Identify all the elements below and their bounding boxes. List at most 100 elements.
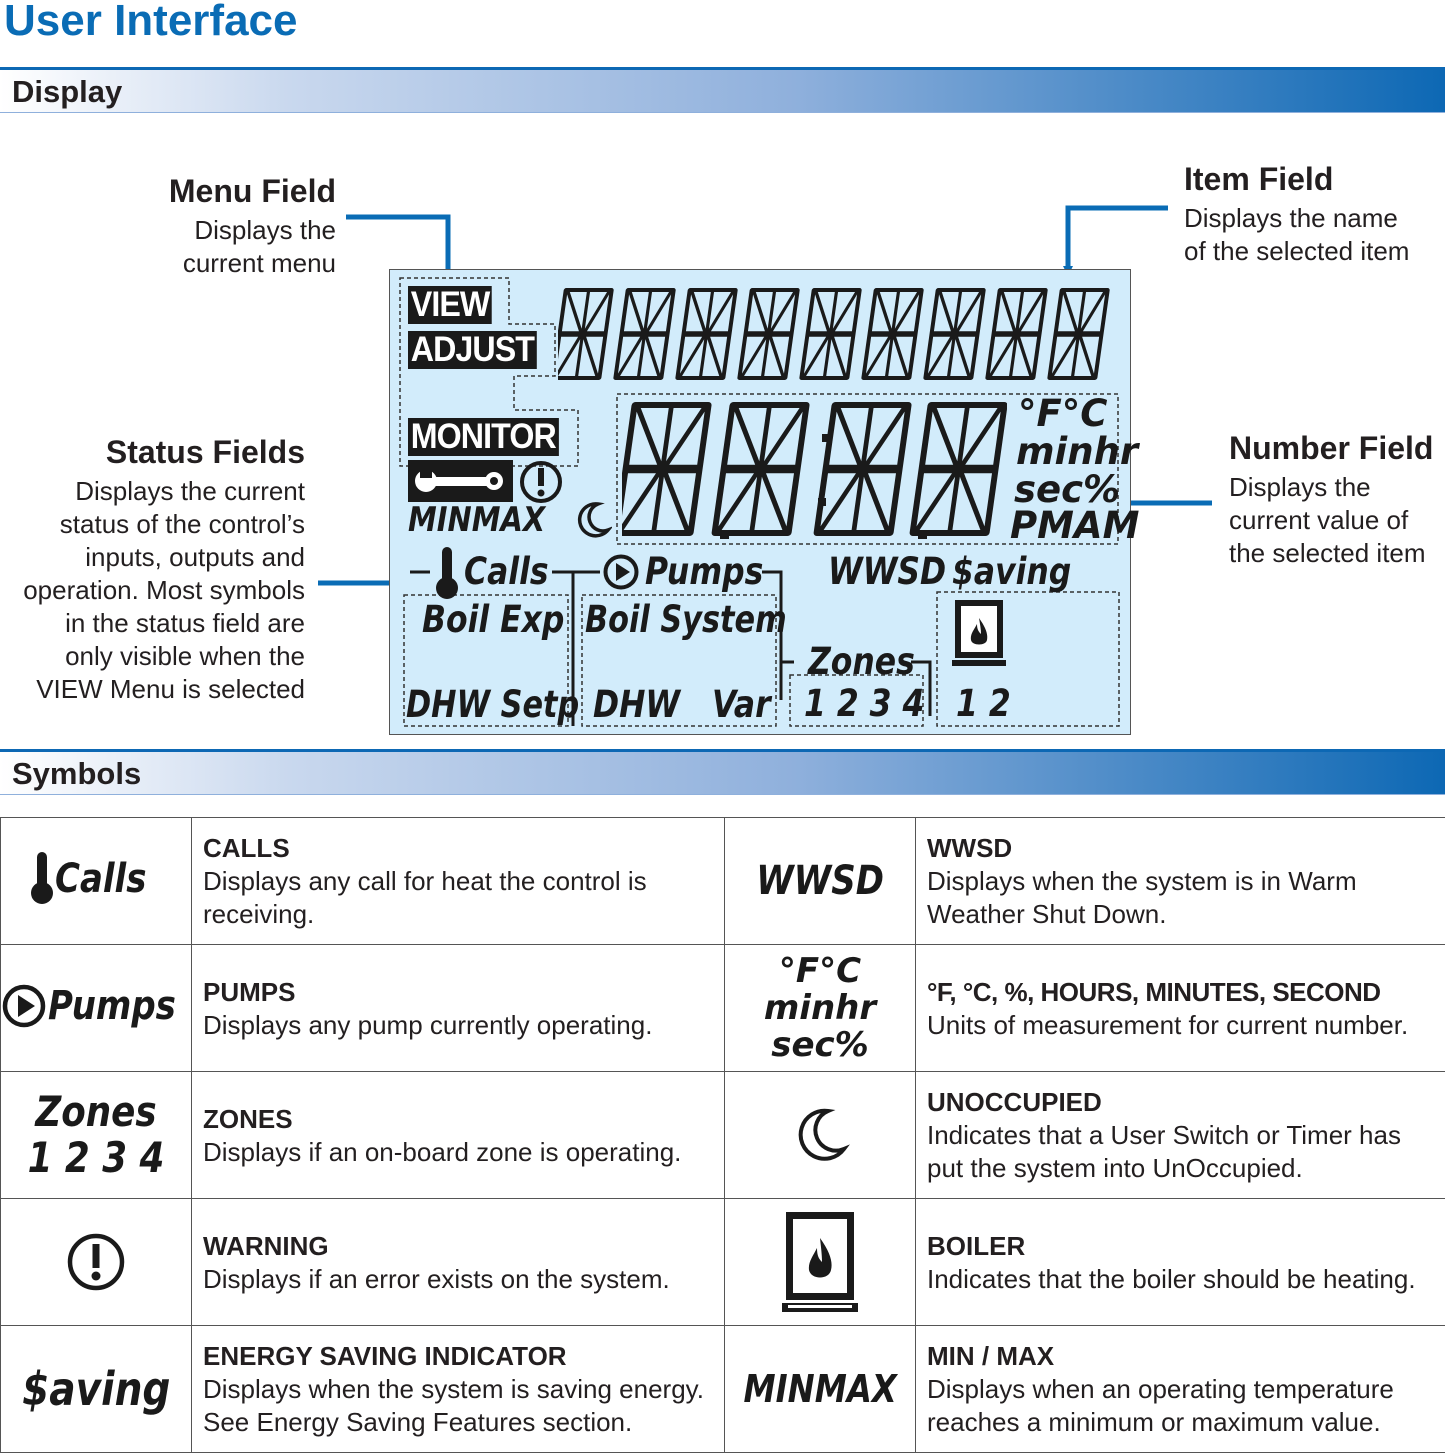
- moon-icon: [790, 1105, 850, 1165]
- lcd-item-digit: [985, 288, 1048, 380]
- symbol-title: UNOCCUPIED: [927, 1085, 1439, 1119]
- lcd-dhw-label: DHW: [593, 683, 680, 726]
- pumps-symbol-text: Pumps: [48, 983, 176, 1029]
- symbol-text: Displays any pump currently operating.: [203, 1009, 718, 1042]
- lcd-item-digit: [558, 288, 614, 380]
- lcd-number-digit: [813, 402, 912, 536]
- zones-description: ZONES Displays if an on-board zone is op…: [192, 1072, 725, 1199]
- symbol-text: Displays when the system is saving energ…: [203, 1373, 718, 1439]
- lcd-item-digit: [799, 288, 862, 380]
- lcd-pumps-label: Pumps: [645, 550, 763, 593]
- lcd-display: VIEW ADJUST MONITOR MINMAX °F°C minhr se…: [389, 269, 1131, 735]
- boiler-icon: [950, 598, 1008, 670]
- minmax-symbol-text: MINMAX: [743, 1367, 896, 1411]
- lcd-decimal-point: [918, 530, 927, 539]
- calls-symbol-text: Calls: [55, 856, 146, 902]
- menu-field-arrow: [346, 217, 448, 276]
- lcd-dhw-setp-label: DHW Setp: [406, 683, 579, 726]
- symbol-text: Units of measurement for current number.: [927, 1009, 1439, 1042]
- lcd-minmax-label: MINMAX: [408, 500, 545, 540]
- lcd-units-ampm: PMAM: [1010, 506, 1139, 545]
- symbol-title: MIN / MAX: [927, 1339, 1439, 1373]
- table-row: Pumps PUMPS Displays any pump currently …: [1, 945, 1445, 1072]
- lcd-calls-label: Calls: [464, 550, 549, 593]
- symbols-table: Calls CALLS Displays any call for heat t…: [0, 817, 1445, 1453]
- saving-symbol-text: $aving: [22, 1362, 170, 1416]
- symbol-text: Indicates that the boiler should be heat…: [927, 1263, 1439, 1296]
- calls-symbol: Calls: [1, 818, 192, 945]
- wwsd-symbol: WWSD: [725, 818, 916, 945]
- lcd-number-digits: [622, 398, 1007, 540]
- lcd-saving-label: $aving: [952, 550, 1071, 593]
- lcd-wwsd-label: WWSD: [828, 550, 946, 593]
- play-icon: [603, 554, 639, 590]
- symbol-text: Displays any call for heat the control i…: [203, 865, 718, 931]
- lcd-item-digit: [675, 288, 738, 380]
- unoccupied-description: UNOCCUPIED Indicates that a User Switch …: [916, 1072, 1445, 1199]
- units-symbol-text: sec%: [726, 1027, 914, 1064]
- table-row: $aving ENERGY SAVING INDICATOR Displays …: [1, 1326, 1445, 1453]
- symbol-text: Displays if an error exists on the syste…: [203, 1263, 718, 1296]
- zones-symbol-text: Zones: [16, 1089, 176, 1135]
- symbol-title: BOILER: [927, 1229, 1439, 1263]
- lcd-view-label: VIEW: [408, 286, 492, 324]
- symbol-title: ZONES: [203, 1102, 718, 1136]
- lcd-monitor-label: MONITOR: [408, 418, 559, 456]
- table-row: Calls CALLS Displays any call for heat t…: [1, 818, 1445, 945]
- symbol-text: Indicates that a User Switch or Timer ha…: [927, 1119, 1439, 1185]
- lcd-boiler-numbers: 1 2: [956, 682, 1011, 725]
- units-description: °F, °C, %, HOURS, MINUTES, SECOND Units …: [916, 945, 1445, 1072]
- units-symbol: °F°C minhr sec%: [725, 945, 916, 1072]
- symbol-title: WARNING: [203, 1229, 718, 1263]
- symbol-title: °F, °C, %, HOURS, MINUTES, SECOND: [927, 975, 1439, 1009]
- warning-symbol: [1, 1199, 192, 1326]
- unoccupied-symbol: [725, 1072, 916, 1199]
- lcd-item-digit: [923, 288, 986, 380]
- lcd-zone-numbers: 1 2 3 4: [804, 682, 924, 725]
- units-symbol-text: minhr: [726, 990, 914, 1027]
- lcd-item-digit: [861, 288, 924, 380]
- table-row: Zones 1 2 3 4 ZONES Displays if an on-bo…: [1, 1072, 1445, 1199]
- lcd-number-digit: [711, 402, 810, 536]
- zones-symbol-numbers: 1 2 3 4: [16, 1135, 176, 1181]
- zones-symbol: Zones 1 2 3 4: [1, 1072, 192, 1199]
- symbol-text: Displays when an operating temperature r…: [927, 1373, 1439, 1439]
- lcd-colon-dot: [818, 498, 826, 506]
- symbol-title: ENERGY SAVING INDICATOR: [203, 1339, 718, 1373]
- lcd-item-digit: [613, 288, 676, 380]
- lcd-units-temp: °F°C: [1018, 394, 1107, 433]
- lcd-boil-system-label: Boil System: [585, 598, 787, 641]
- lcd-boil-exp-label: Boil Exp: [422, 598, 564, 641]
- lcd-decimal-point: [720, 530, 729, 539]
- lcd-item-digits: [558, 286, 1118, 382]
- play-icon: [2, 984, 46, 1028]
- symbol-text: Displays when the system is in Warm Weat…: [927, 865, 1439, 931]
- symbol-title: CALLS: [203, 831, 718, 865]
- table-row: WARNING Displays if an error exists on t…: [1, 1199, 1445, 1326]
- wwsd-description: WWSD Displays when the system is in Warm…: [916, 818, 1445, 945]
- lcd-var-label: Var: [712, 683, 771, 726]
- pumps-symbol: Pumps: [1, 945, 192, 1072]
- pumps-description: PUMPS Displays any pump currently operat…: [192, 945, 725, 1072]
- wrench-icon: [408, 460, 513, 502]
- symbol-title: PUMPS: [203, 975, 718, 1009]
- lcd-units-time: minhr: [1016, 432, 1138, 471]
- moon-icon: [572, 500, 612, 540]
- saving-symbol: $aving: [1, 1326, 192, 1453]
- lcd-number-digit: [622, 402, 712, 536]
- warning-icon: [517, 458, 565, 506]
- lcd-zones-label: Zones: [808, 640, 915, 683]
- warning-icon: [65, 1231, 127, 1293]
- boiler-icon: [780, 1210, 860, 1314]
- lcd-number-digit: [909, 402, 1007, 536]
- wwsd-symbol-text: WWSD: [756, 858, 884, 904]
- boiler-description: BOILER Indicates that the boiler should …: [916, 1199, 1445, 1326]
- thermometer-icon: [434, 545, 460, 603]
- item-field-arrow: [1068, 208, 1168, 272]
- warning-description: WARNING Displays if an error exists on t…: [192, 1199, 725, 1326]
- minmax-symbol: MINMAX: [725, 1326, 916, 1453]
- minmax-description: MIN / MAX Displays when an operating tem…: [916, 1326, 1445, 1453]
- thermometer-icon: [29, 850, 55, 908]
- saving-description: ENERGY SAVING INDICATOR Displays when th…: [192, 1326, 725, 1453]
- lcd-item-digit: [737, 288, 800, 380]
